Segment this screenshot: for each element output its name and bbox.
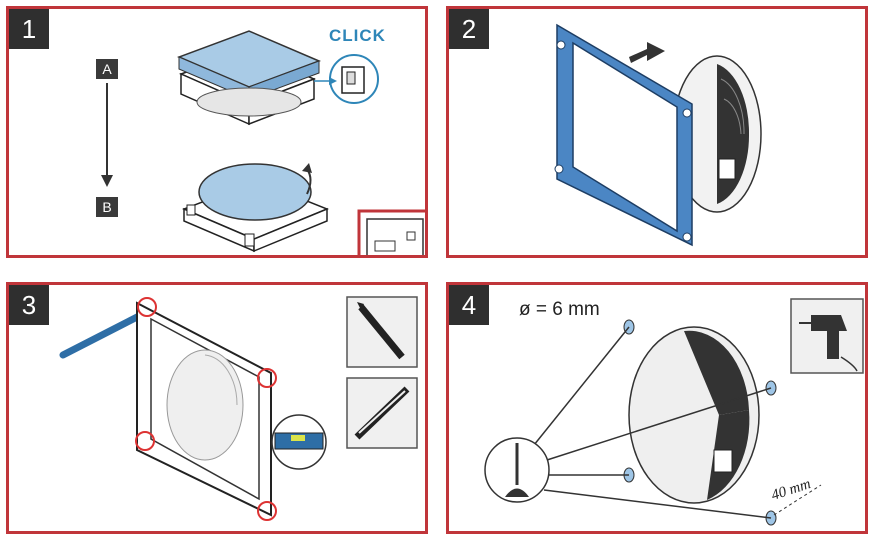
step-number: 1 (9, 9, 49, 49)
marker-stick (59, 311, 145, 359)
step-number: 4 (449, 285, 489, 325)
device-thumbnail (357, 209, 425, 255)
click-detail (314, 54, 379, 104)
step-4-illustration (484, 298, 864, 526)
wall-plug-icon (484, 437, 550, 503)
step-2-illustration (554, 23, 762, 247)
step-1-panel: 1 A B CLICK (6, 6, 428, 258)
drill-diameter: ø = 6 mm (519, 299, 600, 320)
drill-icon (790, 298, 864, 374)
pencil-icon (346, 296, 418, 368)
module-b (182, 163, 329, 253)
step-number: 3 (9, 285, 49, 325)
fan-cover (672, 55, 762, 213)
spirit-level-icon (346, 377, 418, 449)
step-4-panel: 4 ø = 6 mm 40 mm (446, 282, 868, 534)
click-label: CLICK (329, 26, 386, 45)
step-3-illustration (59, 296, 418, 521)
step-1-illustration (101, 30, 425, 255)
step-3-panel: 3 (6, 282, 428, 534)
arrow-down-icon (101, 83, 113, 187)
label-b: B (96, 197, 118, 217)
level-detail (271, 414, 327, 470)
blue-frame (554, 23, 693, 247)
mark-circles (135, 297, 277, 521)
leader-lines (533, 326, 822, 519)
module-a (176, 30, 322, 126)
fan-cover (628, 326, 760, 504)
rotate-arrow-icon (302, 163, 312, 195)
step-number: 2 (449, 9, 489, 49)
push-arrow-icon (629, 42, 665, 63)
label-a: A (96, 59, 118, 79)
mounting-frame (136, 301, 272, 517)
step-2-panel: 2 (446, 6, 868, 258)
